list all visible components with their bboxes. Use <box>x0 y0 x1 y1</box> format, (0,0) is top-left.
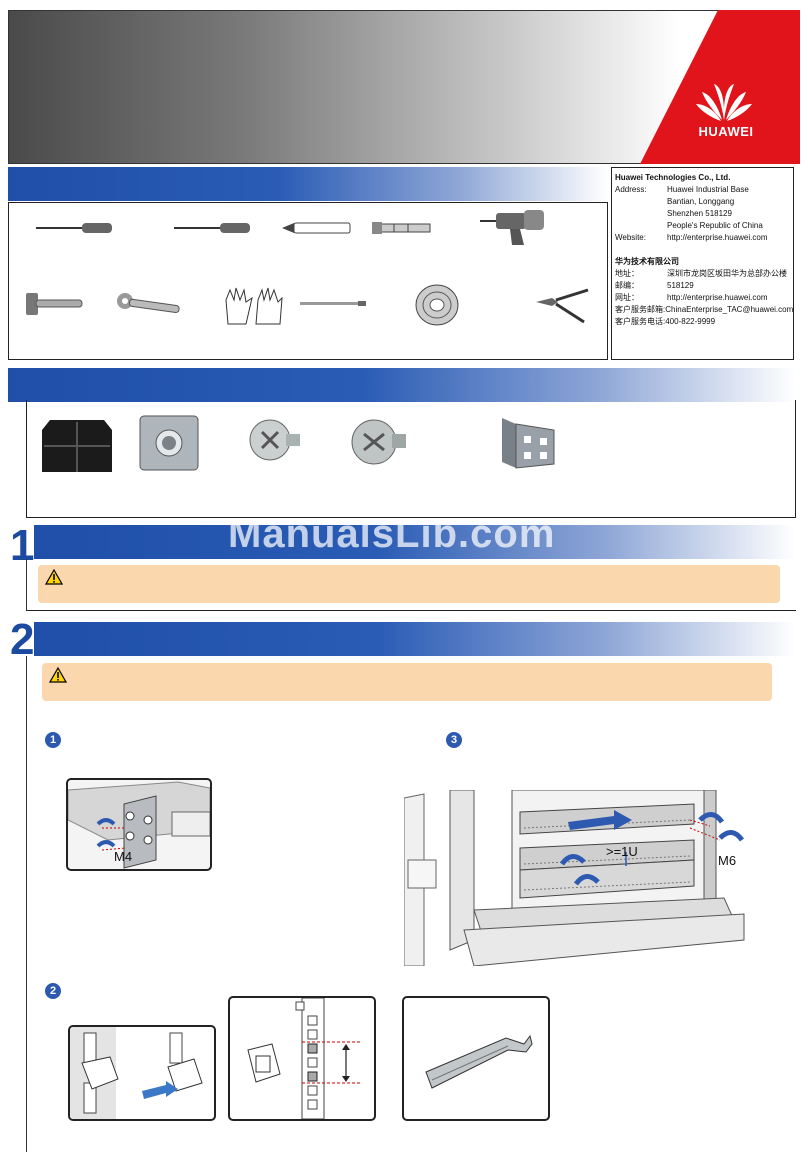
phone-label: 客户服务电话: <box>615 317 666 326</box>
rack-unit-label: >=1U <box>606 844 638 859</box>
floating-nut-diagram <box>70 1027 203 1119</box>
floating-nut-tool-figure <box>402 996 550 1121</box>
company-name-en: Huawei Technologies Co., Ltd. <box>615 173 731 182</box>
website-cn-link[interactable]: http://enterprise.huawei.com <box>667 293 768 302</box>
email-label: 客户服务邮箱: <box>615 305 666 314</box>
address-line: Huawei Industrial Base <box>667 185 749 194</box>
step1-section-bar <box>34 525 796 559</box>
website-link[interactable]: http://enterprise.huawei.com <box>667 233 768 242</box>
warning-icon <box>45 569 63 585</box>
expansion-bolt-icon <box>372 222 431 234</box>
zip-label: 邮编： <box>615 281 639 290</box>
company-name-cn: 华为技术有限公司 <box>615 257 679 266</box>
phillips-screwdriver-icon <box>174 223 250 233</box>
cable-tie-icon <box>300 301 366 306</box>
address-cn: 深圳市龙岗区坂田华为总部办公楼 <box>667 269 787 278</box>
switch-bracket-diagram <box>68 781 210 869</box>
step1-warning-box <box>38 565 780 603</box>
step-number: 1 <box>10 521 35 570</box>
mounting-bracket-icon <box>502 418 555 469</box>
step2-warning-box <box>42 663 772 701</box>
rack-install-diagram <box>404 790 745 966</box>
screw-m6-label: M6 <box>718 853 737 868</box>
accessories-section-bar <box>8 368 796 402</box>
contact-panel: Huawei Technologies Co., Ltd. Address: Hu… <box>611 167 794 360</box>
zip-code: 518129 <box>667 281 694 290</box>
address-line: Shenzhen 518129 <box>667 209 732 218</box>
brand-name: HUAWEI <box>698 124 754 139</box>
substep-number: 3 <box>446 732 462 748</box>
step2-divider <box>26 656 27 1152</box>
rack-hole-spacing-figure <box>228 996 376 1121</box>
website-cn-label: 网址： <box>615 293 639 302</box>
rack-hole-diagram <box>247 998 362 1119</box>
step2-section-bar <box>34 622 796 656</box>
address-line: Bantian, Longgang <box>667 197 735 206</box>
website-label: Website: <box>615 233 646 242</box>
substep-number: 2 <box>45 983 61 999</box>
rubber-pad-icon <box>42 420 112 472</box>
huawei-logo-icon <box>696 84 752 121</box>
wrench-icon <box>117 293 180 314</box>
step-number: 2 <box>10 615 35 664</box>
address-label: Address: <box>615 185 647 194</box>
diagonal-pliers-icon <box>536 288 589 324</box>
header-red-panel <box>640 10 800 164</box>
bracket-install-figure <box>66 778 212 871</box>
marker-icon <box>282 222 351 234</box>
hammer-icon <box>26 293 83 315</box>
tools-box <box>8 202 608 360</box>
phone-number: 400-822-9999 <box>665 317 716 326</box>
floating-nut-install-figure <box>68 1025 216 1121</box>
floating-nut-icon <box>139 415 199 471</box>
address-cn-label: 地址： <box>615 269 639 278</box>
screw-icon <box>249 419 300 461</box>
flathead-screwdriver-icon <box>36 223 112 233</box>
gloves-icon <box>225 287 283 325</box>
floating-nut-tool-diagram <box>425 1034 533 1089</box>
screw-icon <box>351 419 406 465</box>
step1-bottom-border <box>26 610 796 611</box>
hammer-drill-icon <box>480 210 544 245</box>
address-line: People's Republic of China <box>667 221 763 230</box>
substep-number: 1 <box>45 732 61 748</box>
email-link[interactable]: ChinaEnterprise_TAC@huawei.com <box>665 305 794 314</box>
accessories-box <box>26 400 796 518</box>
cable-roll-icon <box>415 284 459 326</box>
step1-divider <box>26 559 27 611</box>
tools-section-bar <box>8 167 608 201</box>
watermark: ManualsLib.com <box>228 512 556 556</box>
warning-icon <box>49 667 67 683</box>
screw-m4-label: M4 <box>114 849 133 864</box>
